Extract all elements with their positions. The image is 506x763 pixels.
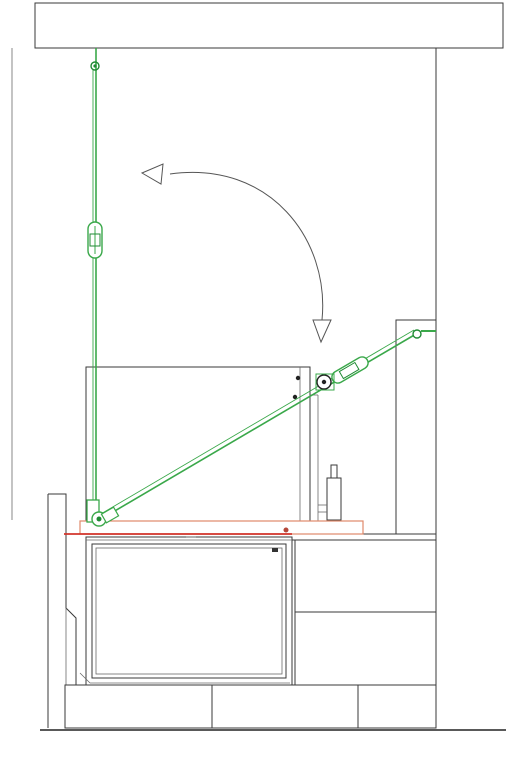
- side-panels: [294, 540, 436, 686]
- hinge-icon: [91, 506, 120, 527]
- vertical-tie-cable: [86, 48, 103, 523]
- base-platform: [64, 520, 364, 535]
- diagonal-tie-cable: [91, 329, 436, 527]
- gas-bottle: [318, 464, 342, 521]
- ceiling-beam: [34, 2, 504, 49]
- bottom-drawers: [64, 684, 437, 729]
- diagonal-turnbuckle: [331, 356, 369, 384]
- turnbuckle: [87, 221, 103, 259]
- appliance-unit: [85, 366, 319, 522]
- pulley-icon: [315, 373, 335, 391]
- wall-anchor: [412, 329, 436, 339]
- lower-oven: [79, 536, 293, 686]
- wall-bracket: [395, 319, 437, 535]
- curved-arrow-icon: [140, 163, 332, 344]
